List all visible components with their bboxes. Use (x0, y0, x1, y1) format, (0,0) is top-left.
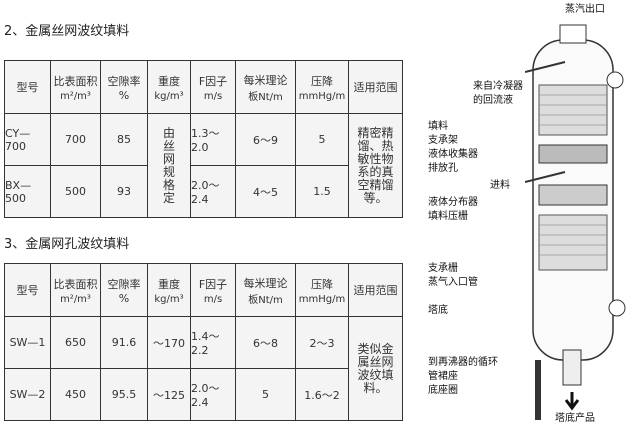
header-drop: 压降 (311, 277, 333, 291)
cell-f: 2.0～2.4 (190, 165, 236, 218)
table-wire-mesh: 型号 比表面积 m²/m³ 空隙率% 重度 kg/m³ F因子 m/s 每米理论板Nt… (4, 60, 403, 218)
header-plates: 每米理论 (243, 73, 288, 87)
header-plates: 每米理论 (243, 276, 288, 290)
cell-model: SW—1 (4, 316, 51, 369)
header-void: 空隙率 (107, 277, 141, 291)
cell-scope: 类似金属丝网波纹填料。 (348, 316, 403, 421)
section2-title: 3、金属网孔波纹填料 (4, 237, 130, 252)
cell-area: 450 (50, 368, 101, 421)
label-base-ring: 底座圈 (428, 385, 458, 396)
cell-void: 85 (100, 113, 148, 166)
cell-void: 93 (100, 165, 148, 218)
header-unit: % (118, 88, 130, 102)
section1-title: 2、金属丝网波纹填料 (4, 24, 130, 39)
header-unit: 板Nt/m (248, 294, 283, 306)
label-reflux: 来自冷凝器的回流液 (473, 81, 523, 106)
cell-weight: 由丝网规格定 (147, 113, 191, 218)
cell-drop: 1.5 (295, 165, 349, 218)
table-row: SW—2 450 95.5 ～125 2.0～2.4 5 1.6～2 (4, 368, 403, 421)
cell-plates: 5 (235, 368, 296, 421)
header-weight: 重度 (158, 74, 180, 88)
label-skirt: 管裙座 (428, 371, 458, 382)
cell-plates: 6～8 (235, 316, 296, 369)
header-unit: kg/m³ (154, 90, 184, 102)
label-distributor: 液体分布器 (428, 197, 478, 208)
cell-weight: ～170 (147, 316, 191, 369)
cell-model: SW—2 (4, 368, 51, 421)
label-holddown: 填料压栅 (428, 211, 468, 222)
header-area: 比表面积 (53, 74, 98, 88)
column-diagram (525, 24, 626, 420)
header-unit: m²/m³ (60, 293, 91, 305)
cell-void: 91.6 (100, 316, 148, 369)
cell-plates: 6～9 (235, 113, 296, 166)
label-reboiler: 到再沸器的循环 (428, 357, 498, 368)
label-support: 支承架 (428, 135, 458, 146)
label-drain: 排放孔 (428, 163, 458, 174)
cell-area: 700 (50, 113, 101, 166)
cell-area: 650 (50, 316, 101, 369)
header-weight: 重度 (158, 277, 180, 291)
cell-drop: 2～3 (295, 316, 349, 369)
header-area: 比表面积 (53, 277, 98, 291)
cell-plates: 4～5 (235, 165, 296, 218)
header-model: 型号 (16, 284, 39, 297)
label-support-grid: 支承栅 (428, 263, 458, 274)
table-row: CY—700 700 85 由丝网规格定 1.3～2.0 6～9 5 精密精馏、… (4, 113, 403, 218)
cell-model: BX—500 (4, 165, 51, 218)
cell-weight: ～125 (147, 368, 191, 421)
header-unit: % (118, 291, 130, 305)
label-vapor-inlet: 蒸气入口管 (428, 277, 478, 288)
header-model: 型号 (16, 81, 39, 94)
cell-drop: 1.6～2 (295, 368, 349, 421)
label-collector: 液体收集器 (428, 149, 478, 160)
label-bottom: 塔底 (428, 305, 448, 316)
table-row: SW—1 650 91.6 ～170 1.4～2.2 6～8 2～3 类似金属丝… (4, 316, 403, 421)
label-bottom-product: 塔底产品 (555, 413, 595, 424)
cell-area: 500 (50, 165, 101, 218)
header-drop: 压降 (311, 74, 333, 88)
cell-f: 2.0～2.4 (190, 368, 236, 421)
table-mesh-hole: 型号 比表面积 m²/m³ 空隙率% 重度 kg/m³ F因子 m/s 每米理论板Nt… (4, 263, 403, 421)
header-unit: kg/m³ (154, 293, 184, 305)
cell-scope: 精密精馏、热敏性物系的真空精馏等。 (348, 113, 403, 218)
header-f: F因子 (198, 74, 228, 88)
table-header: 型号 比表面积 m²/m³ 空隙率% 重度 kg/m³ F因子 m/s 每米理论板Nt… (4, 263, 403, 317)
cell-f: 1.3～2.0 (190, 113, 236, 166)
header-scope: 适用范围 (353, 81, 398, 94)
table-header: 型号 比表面积 m²/m³ 空隙率% 重度 kg/m³ F因子 m/s 每米理论板Nt… (4, 60, 403, 114)
header-unit: m/s (203, 90, 223, 102)
header-scope: 适用范围 (353, 284, 398, 297)
header-unit: mmHg/m (298, 293, 346, 305)
cell-model: CY—700 (4, 113, 51, 166)
header-unit: m²/m³ (60, 90, 91, 102)
label-packing: 填料 (428, 121, 448, 132)
table-row: BX—500 500 93 2.0～2.4 4～5 1.5 (4, 165, 403, 218)
header-void: 空隙率 (107, 74, 141, 88)
cell-drop: 5 (295, 113, 349, 166)
header-unit: mmHg/m (298, 90, 346, 102)
header-unit: m/s (203, 293, 223, 305)
cell-f: 1.4～2.2 (190, 316, 236, 369)
header-f: F因子 (198, 277, 228, 291)
header-unit: 板Nt/m (248, 91, 283, 103)
label-vapor-outlet: 蒸汽出口 (565, 4, 605, 15)
label-feed: 进料 (490, 180, 510, 191)
cell-void: 95.5 (100, 368, 148, 421)
